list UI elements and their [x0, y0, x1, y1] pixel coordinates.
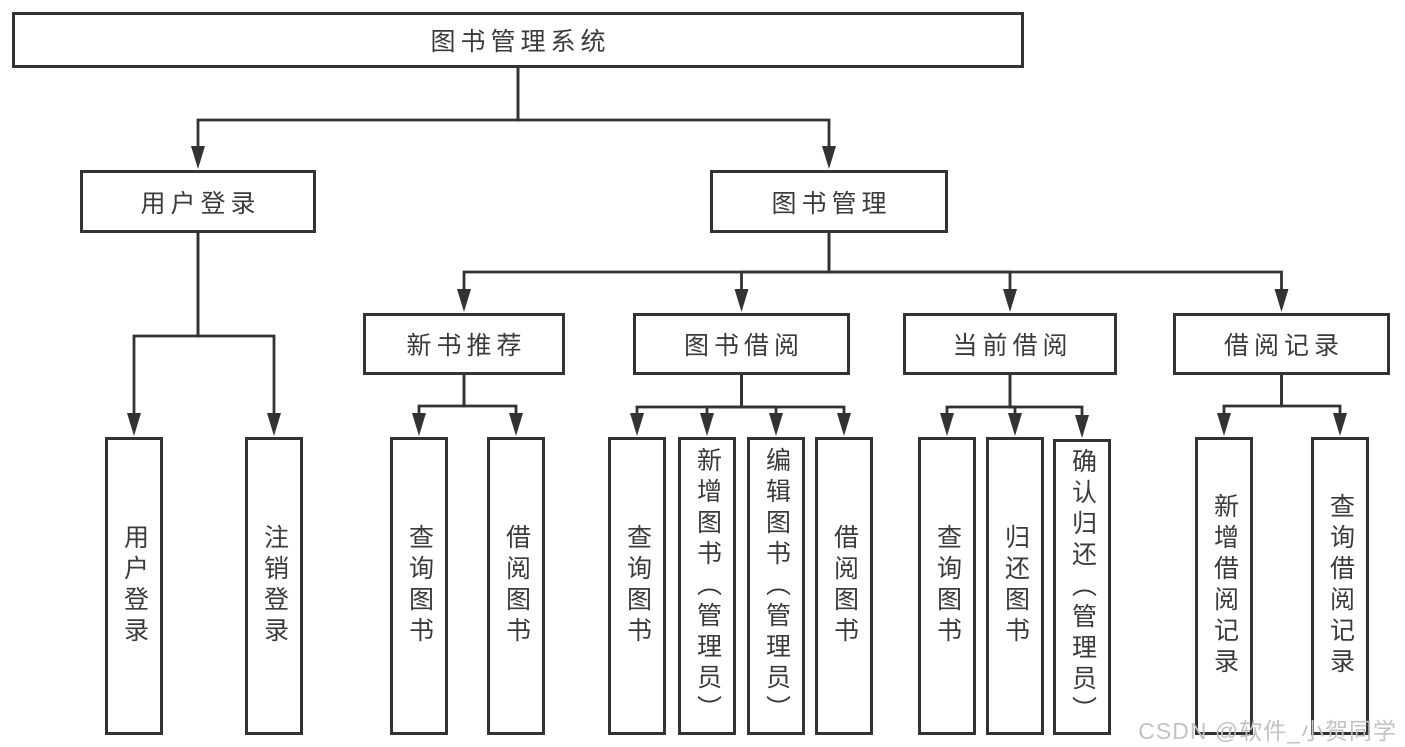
- watermark: CSDN @软件_小贺同学: [1138, 718, 1397, 744]
- edge-current-borrow-query-books-current: [945, 375, 1012, 419]
- arrowhead-add-books-admin: [700, 413, 714, 436]
- node-add-books-admin: 新增图书（管理员）: [678, 437, 736, 735]
- edge-user-login-logout-action: [196, 233, 276, 419]
- arrowhead-book-borrow: [734, 289, 749, 312]
- node-query-books-current: 查询图书: [918, 437, 976, 735]
- node-logout-action: 注销登录: [245, 437, 303, 735]
- edge-book-mgmt-book-borrow: [740, 233, 831, 295]
- arrowhead-add-borrow-record: [1217, 413, 1231, 436]
- edge-book-borrow-edit-books-admin: [740, 375, 778, 419]
- edge-borrow-records-add-borrow-record: [1222, 375, 1283, 419]
- arrowhead-query-books-new: [412, 413, 426, 436]
- node-new-book-rec: 新书推荐: [363, 313, 565, 375]
- edge-user-login-login-action: [132, 233, 200, 419]
- node-edit-books-admin: 编辑图书（管理员）: [747, 437, 805, 735]
- edge-book-borrow-add-books-admin: [705, 375, 743, 419]
- arrowhead-borrow-records: [1274, 289, 1289, 312]
- node-confirm-return-admin: 确认归还（管理员）: [1053, 439, 1111, 735]
- arrowhead-logout-action: [267, 413, 281, 436]
- arrowhead-query-books-current: [940, 413, 954, 436]
- arrowhead-edit-books-admin: [769, 413, 783, 436]
- node-add-borrow-record: 新增借阅记录: [1195, 437, 1253, 735]
- node-book-borrow: 图书借阅: [633, 313, 850, 375]
- edge-root-user-login: [196, 68, 520, 152]
- edge-book-mgmt-new-book-rec: [462, 233, 831, 295]
- arrowhead-borrow-books-new: [509, 413, 523, 436]
- edge-current-borrow-return-books: [1008, 375, 1017, 419]
- edge-book-mgmt-borrow-records: [827, 233, 1283, 295]
- arrowhead-return-books: [1008, 413, 1022, 436]
- node-borrow-books-new: 借阅图书: [487, 437, 545, 735]
- node-root: 图书管理系统: [12, 12, 1024, 68]
- arrowhead-login-action: [127, 413, 141, 436]
- node-query-books-new: 查询图书: [390, 437, 448, 735]
- edge-book-borrow-borrow-books-2: [740, 375, 846, 419]
- node-borrow-books-2: 借阅图书: [815, 437, 873, 735]
- node-query-books-borrow: 查询图书: [608, 437, 666, 735]
- node-query-borrow-record: 查询借阅记录: [1311, 437, 1369, 735]
- edge-book-mgmt-current-borrow: [827, 233, 1012, 295]
- arrowhead-user-login: [191, 146, 205, 169]
- edge-root-book-mgmt: [516, 68, 831, 152]
- arrowhead-borrow-books-2: [837, 413, 851, 436]
- node-book-mgmt: 图书管理: [710, 170, 948, 233]
- edge-borrow-records-query-borrow-record: [1280, 375, 1342, 419]
- edge-new-book-rec-borrow-books-new: [462, 375, 518, 419]
- node-current-borrow: 当前借阅: [903, 313, 1117, 375]
- node-borrow-records: 借阅记录: [1173, 313, 1390, 375]
- node-login-action: 用户登录: [105, 437, 163, 735]
- arrowhead-query-borrow-record: [1333, 413, 1347, 436]
- arrowhead-book-mgmt: [822, 146, 836, 169]
- edge-book-borrow-query-books-borrow: [635, 375, 743, 419]
- arrowhead-new-book-rec: [457, 289, 471, 312]
- node-return-books: 归还图书: [986, 437, 1044, 735]
- arrowhead-current-borrow: [1003, 289, 1017, 312]
- node-user-login: 用户登录: [80, 170, 316, 233]
- edge-new-book-rec-query-books-new: [417, 375, 466, 419]
- edge-current-borrow-confirm-return-admin: [1008, 375, 1084, 421]
- arrowhead-confirm-return-admin: [1075, 415, 1089, 438]
- arrowhead-query-books-borrow: [630, 413, 644, 436]
